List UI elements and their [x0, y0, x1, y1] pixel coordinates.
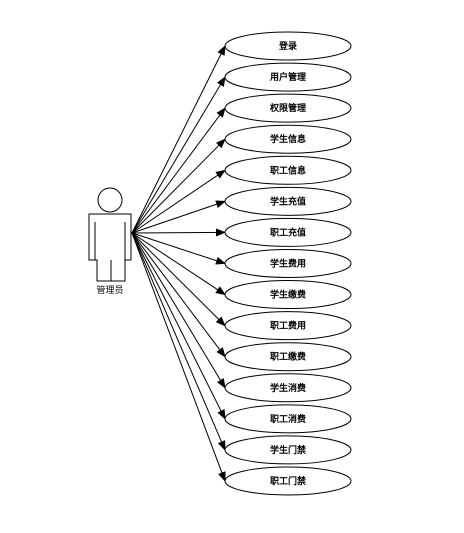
- use-case-ellipse: [224, 186, 352, 216]
- use-case: 职工消费: [224, 404, 352, 434]
- use-case-label: 职工费用: [270, 320, 306, 332]
- use-case-label: 权限管理: [269, 102, 306, 114]
- association-arrow: [131, 232, 226, 327]
- use-case-ellipse: [224, 31, 352, 61]
- association-arrow: [131, 232, 226, 296]
- association-arrow: [131, 76, 226, 234]
- use-case-ellipse: [224, 311, 352, 341]
- use-case: 职工信息: [224, 155, 352, 185]
- use-case-label: 登录: [278, 40, 297, 52]
- use-case-list: 登录用户管理权限管理学生信息职工信息学生充值职工充值学生费用学生缴费职工费用职工…: [224, 31, 352, 496]
- use-case-ellipse: [224, 435, 352, 465]
- use-case-label: 职工信息: [270, 164, 306, 176]
- use-case-label: 职工门禁: [270, 475, 306, 487]
- use-case: 学生信息: [224, 124, 352, 154]
- use-case-label: 学生充值: [270, 195, 306, 207]
- use-case-ellipse: [224, 155, 352, 185]
- use-case-label: 学生费用: [270, 257, 306, 269]
- use-case-label: 职工消费: [270, 413, 306, 425]
- association-arrow: [131, 45, 226, 234]
- association-arrow: [131, 232, 226, 358]
- actor-label: 管理员: [96, 284, 123, 296]
- association-arrow: [131, 232, 226, 389]
- association-arrow: [131, 107, 226, 234]
- association-arrow: [131, 232, 226, 482]
- use-case: 职工费用: [224, 311, 352, 341]
- association-lines: [131, 45, 226, 482]
- use-case-ellipse: [224, 217, 352, 247]
- use-case-label: 用户管理: [269, 71, 306, 83]
- use-case-ellipse: [224, 342, 352, 372]
- association-arrow: [131, 232, 226, 420]
- actor-admin: 管理员: [88, 187, 132, 296]
- use-case-label: 职工缴费: [270, 351, 306, 363]
- use-case: 学生费用: [224, 248, 352, 278]
- use-case-label: 职工充值: [270, 226, 306, 238]
- association-arrow: [131, 200, 226, 234]
- use-case: 职工门禁: [224, 466, 352, 496]
- use-case-ellipse: [224, 280, 352, 310]
- use-case-label: 学生门禁: [270, 444, 306, 456]
- use-case: 学生充值: [224, 186, 352, 216]
- use-case: 学生缴费: [224, 280, 352, 310]
- use-case-ellipse: [224, 124, 352, 154]
- use-case: 职工缴费: [224, 342, 352, 372]
- use-case-ellipse: [224, 248, 352, 278]
- use-case-ellipse: [224, 373, 352, 403]
- use-case-label: 学生消费: [270, 382, 306, 394]
- use-case-ellipse: [224, 404, 352, 434]
- use-case-ellipse: [224, 93, 352, 123]
- association-arrow: [131, 228, 226, 237]
- association-arrow: [131, 232, 226, 265]
- use-case: 职工充值: [224, 217, 352, 247]
- use-case: 学生消费: [224, 373, 352, 403]
- association-arrow: [131, 138, 226, 234]
- use-case: 权限管理: [224, 93, 352, 123]
- person-icon: [88, 187, 132, 282]
- association-arrow: [131, 232, 226, 451]
- association-arrow: [131, 169, 226, 234]
- use-case-label: 学生信息: [270, 133, 306, 145]
- use-case: 用户管理: [224, 62, 352, 92]
- use-case: 学生门禁: [224, 435, 352, 465]
- use-case-ellipse: [224, 466, 352, 496]
- use-case-label: 学生缴费: [270, 289, 306, 301]
- use-case-ellipse: [224, 62, 352, 92]
- use-case: 登录: [224, 31, 352, 61]
